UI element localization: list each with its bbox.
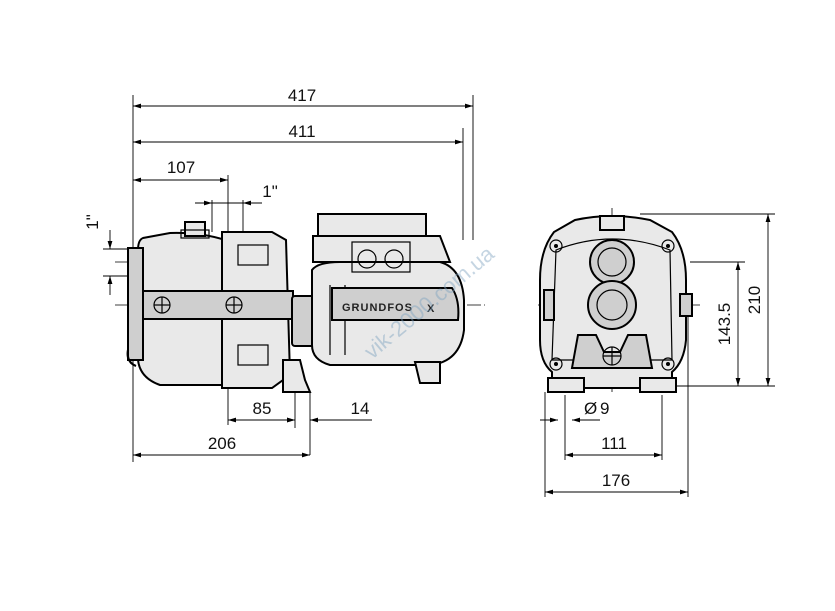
dim-outlet-size: 1" [262,182,278,201]
pump-foot [282,359,312,393]
bolt-icon [661,239,675,253]
dim-foot-hole: 9 [600,399,609,418]
brand-logo: GRUNDFOS [342,302,413,314]
bolt-icon [549,357,563,371]
motor-label-band [331,287,460,321]
dim-foot-spacing: 111 [601,434,627,453]
inlet-port [587,280,637,330]
pump-front-face [551,238,673,361]
bolt-icon-right [225,296,243,314]
front-priming-plug [599,215,625,231]
drain-plug-icon [602,346,622,366]
dim-foot-to-end: 206 [208,434,236,453]
terminal-box-cover [317,213,427,237]
dim-base-width: 176 [602,471,630,490]
side-boss-right [679,293,693,317]
dim-body-length: 411 [288,122,315,141]
drain-area [570,334,654,369]
cable-gland-block [351,241,411,273]
shaft-coupling [291,295,315,347]
bolt-icon [661,357,675,371]
dim-total-height: 210 [745,286,764,314]
motor-foot [413,361,441,384]
dim-foot-hole-prefix: Ø [584,399,597,418]
front-view: 210 143.5 Ø 9 111 176 [538,208,775,497]
cable-gland-icon [357,249,377,269]
cable-gland-icon [384,249,404,269]
dim-foot-width: 14 [351,399,370,418]
outlet-port [589,239,635,285]
dim-inlet-offset: 107 [167,158,195,177]
front-foot-right [639,377,677,393]
side-boss-left [543,289,555,321]
brand-logo-mark: X [427,303,435,315]
bolt-icon [549,239,563,253]
dim-inlet-size: 1" [83,214,102,230]
dim-foot-offset: 85 [253,399,272,418]
priming-plug [184,221,206,237]
bolt-icon-left [153,296,171,314]
inlet-flange [127,247,144,361]
front-foot-left [547,377,585,393]
dim-axis-height: 143.5 [715,303,734,346]
side-view: 417 411 107 1" 1" 85 14 206 [83,86,485,462]
dim-total-length: 417 [288,86,316,105]
terminal-box [312,235,452,263]
